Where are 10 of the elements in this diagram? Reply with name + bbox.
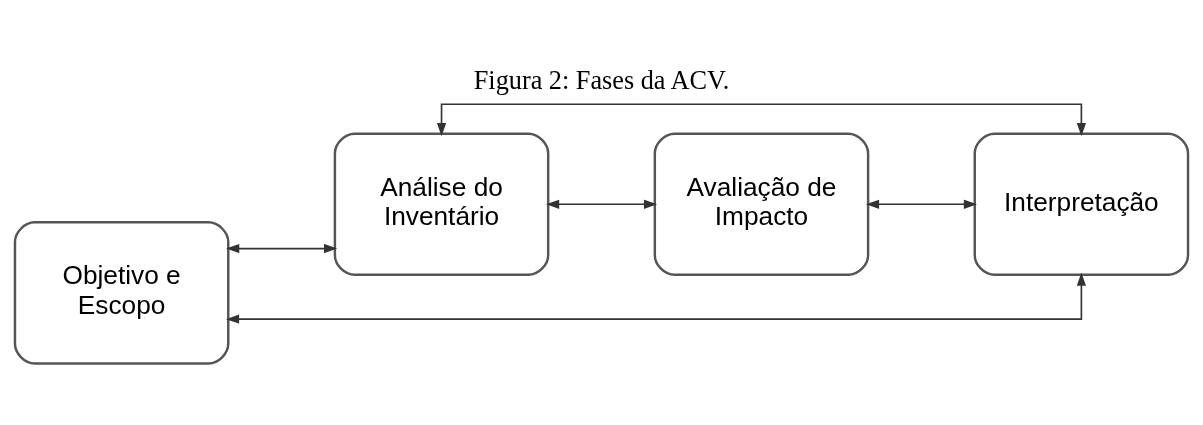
node-box: Objetivo e Escopo [13,221,230,365]
arrow [226,244,338,254]
diagram-title: Figura 2: Fases da ACV. [473,66,730,96]
arrow [865,199,977,209]
arrow [436,103,1086,137]
node-box: Interpretação [973,132,1190,277]
node-box: Avaliação de Impacto [653,132,870,277]
arrow [225,272,1086,324]
node-box: Análise do Inventário [333,132,550,277]
arrow [546,199,658,209]
